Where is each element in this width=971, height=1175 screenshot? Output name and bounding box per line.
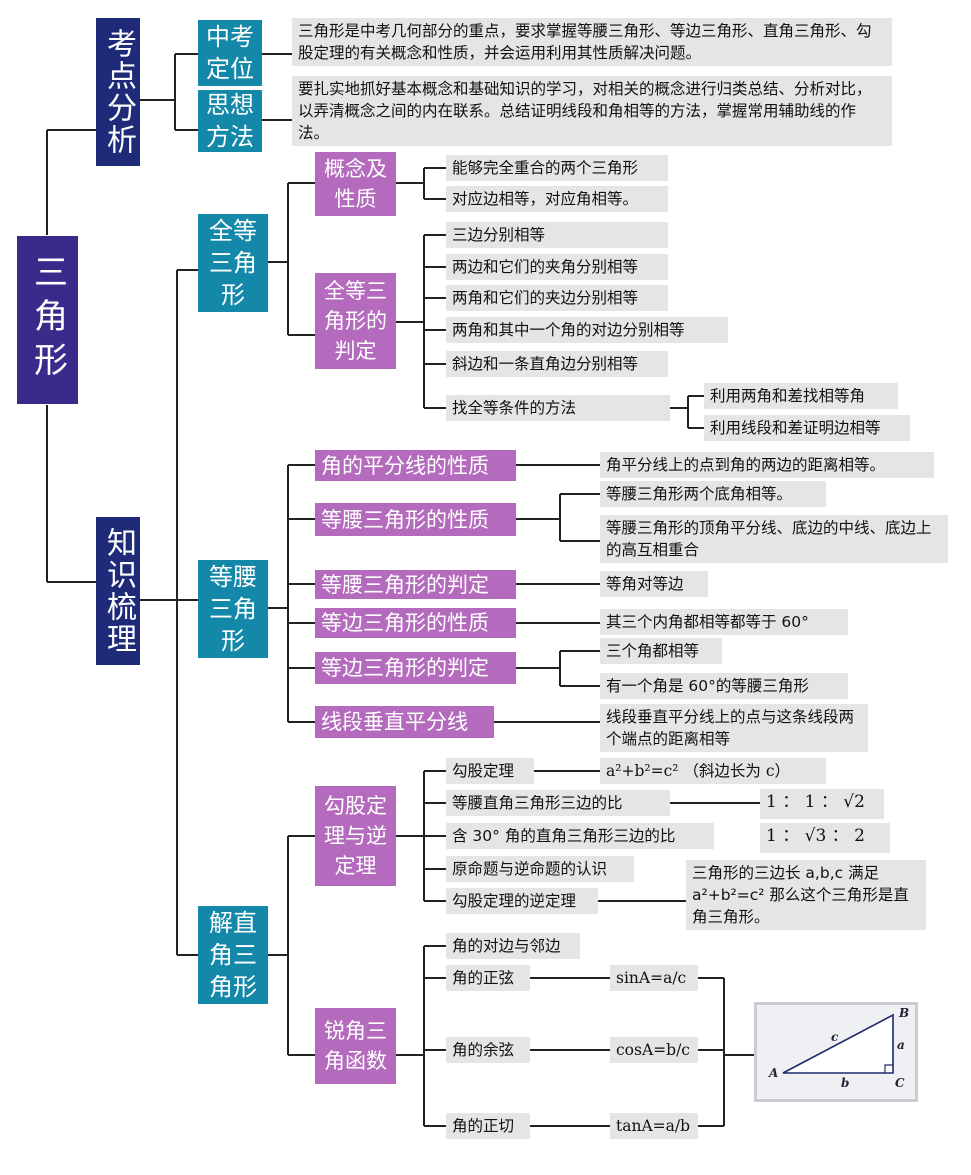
isosceles-detail: 三个角都相等: [600, 638, 722, 664]
trig-item: 角的对边与邻边: [446, 933, 580, 959]
isosceles-detail: 角平分线上的点到角的两边的距离相等。: [600, 452, 934, 478]
ratio-30-60-90: 1 ： √3 ： 2: [760, 823, 890, 853]
pythag-item: 原命题与逆命题的认识: [446, 856, 634, 882]
knowledge-node: 知识梳理: [96, 517, 140, 665]
isosceles-detail: 等角对等边: [600, 571, 708, 597]
concept-item: 能够完全重合的两个三角形: [446, 155, 668, 181]
ratio-isosceles-right: 1 ： 1 ： √2: [760, 789, 884, 819]
knowledge-title: 知识梳理: [101, 527, 136, 655]
vertex-B: B: [898, 1006, 909, 1020]
pythag-item: 含 30° 角的直角三角形三边的比: [446, 823, 714, 849]
criteria-item: 两角和其中一个角的对边分别相等: [446, 317, 728, 343]
pythag-item: 勾股定理: [446, 758, 534, 784]
analysis-node: 考点分析: [96, 18, 140, 166]
vertex-C: C: [895, 1076, 905, 1090]
exam-position-text: 三角形是中考几何部分的重点，要求掌握等腰三角形、等边三角形、直角三角形、勾股定理…: [292, 18, 892, 66]
root-node: 三角形: [17, 236, 78, 404]
triangle-shape: [782, 1013, 894, 1074]
trig-node: 锐角三角函数: [315, 1008, 396, 1084]
criteria-item: 两角和它们的夹边分别相等: [446, 285, 668, 311]
criteria-item: 找全等条件的方法: [446, 395, 670, 421]
pythag-item: 等腰直角三角形三边的比: [446, 790, 670, 816]
trig-item: 角的正弦: [446, 965, 530, 991]
isosceles-title: 等腰三角形: [209, 563, 257, 655]
method-item: 利用两角和差找相等角: [704, 383, 898, 409]
isosceles-detail: 有一个角是 60°的等腰三角形: [600, 673, 848, 699]
isosceles-node: 等腰三角形: [198, 560, 268, 658]
right-triangle-title: 解直角三角形: [209, 909, 257, 1001]
method-text: 要扎实地抓好基本概念和基础知识的学习，对相关的概念进行归类总结、分析对比，以弄清…: [292, 76, 892, 146]
pythag-node: 勾股定理与逆定理: [315, 786, 396, 886]
side-c: c: [831, 1030, 839, 1044]
criteria-node: 全等三角形的判定: [315, 273, 396, 369]
right-angle-mark: [884, 1064, 893, 1073]
analysis-title: 考点分析: [101, 28, 136, 156]
method-node: 思想方法: [198, 90, 262, 152]
side-b: b: [841, 1076, 849, 1090]
cos-formula: cosA=b/c: [610, 1037, 698, 1063]
pythag-formula: a²+b²=c² （斜边长为 c）: [600, 758, 826, 784]
congruent-node: 全等三角形: [198, 214, 268, 312]
right-triangle-figure: A B C a b c: [754, 1002, 918, 1102]
root-title: 三角形: [27, 254, 68, 386]
trig-item: 角的余弦: [446, 1037, 530, 1063]
method-item: 利用线段和差证明边相等: [704, 415, 910, 441]
isosceles-detail: 其三个内角都相等都等于 60°: [600, 609, 848, 635]
method-label: 思想方法: [206, 91, 254, 151]
sin-formula: sinA=a/c: [610, 965, 698, 991]
trig-label: 锐角三角函数: [324, 1019, 387, 1073]
side-a: a: [897, 1038, 905, 1052]
isosceles-property-node: 等腰三角形的性质: [315, 503, 516, 536]
perpendicular-bisector-node: 线段垂直平分线: [315, 706, 494, 738]
criteria-item: 斜边和一条直角边分别相等: [446, 351, 668, 377]
concept-item: 对应边相等，对应角相等。: [446, 186, 668, 212]
exam-position-label: 中考定位: [206, 23, 254, 83]
trig-item: 角的正切: [446, 1113, 530, 1139]
tan-formula: tanA=a/b: [610, 1113, 698, 1139]
concept-node: 概念及性质: [315, 152, 396, 216]
pythag-label: 勾股定理与逆定理: [324, 794, 387, 878]
triangle-svg: A B C a b c: [768, 1006, 909, 1090]
criteria-label: 全等三角形的判定: [324, 279, 387, 363]
criteria-item: 两边和它们的夹角分别相等: [446, 254, 668, 280]
pythag-converse-text: 三角形的三边长 a,b,c 满足 a²+b²=c² 那么这个三角形是直角三角形。: [686, 860, 926, 930]
congruent-title: 全等三角形: [209, 217, 257, 309]
exam-position-node: 中考定位: [198, 20, 262, 86]
concept-label: 概念及性质: [324, 157, 387, 211]
vertex-A: A: [768, 1066, 778, 1080]
pythag-item: 勾股定理的逆定理: [446, 888, 598, 914]
criteria-item: 三边分别相等: [446, 222, 668, 248]
right-triangle-node: 解直角三角形: [198, 906, 268, 1004]
isosceles-detail: 等腰三角形的顶角平分线、底边的中线、底边上的高互相重合: [600, 515, 948, 563]
isosceles-detail: 线段垂直平分线上的点与这条线段两个端点的距离相等: [600, 704, 868, 752]
angle-bisector-node: 角的平分线的性质: [315, 450, 516, 481]
isosceles-criteria-node: 等腰三角形的判定: [315, 570, 516, 599]
equilateral-property-node: 等边三角形的性质: [315, 608, 516, 638]
isosceles-detail: 等腰三角形两个底角相等。: [600, 481, 826, 507]
equilateral-criteria-node: 等边三角形的判定: [315, 652, 516, 684]
